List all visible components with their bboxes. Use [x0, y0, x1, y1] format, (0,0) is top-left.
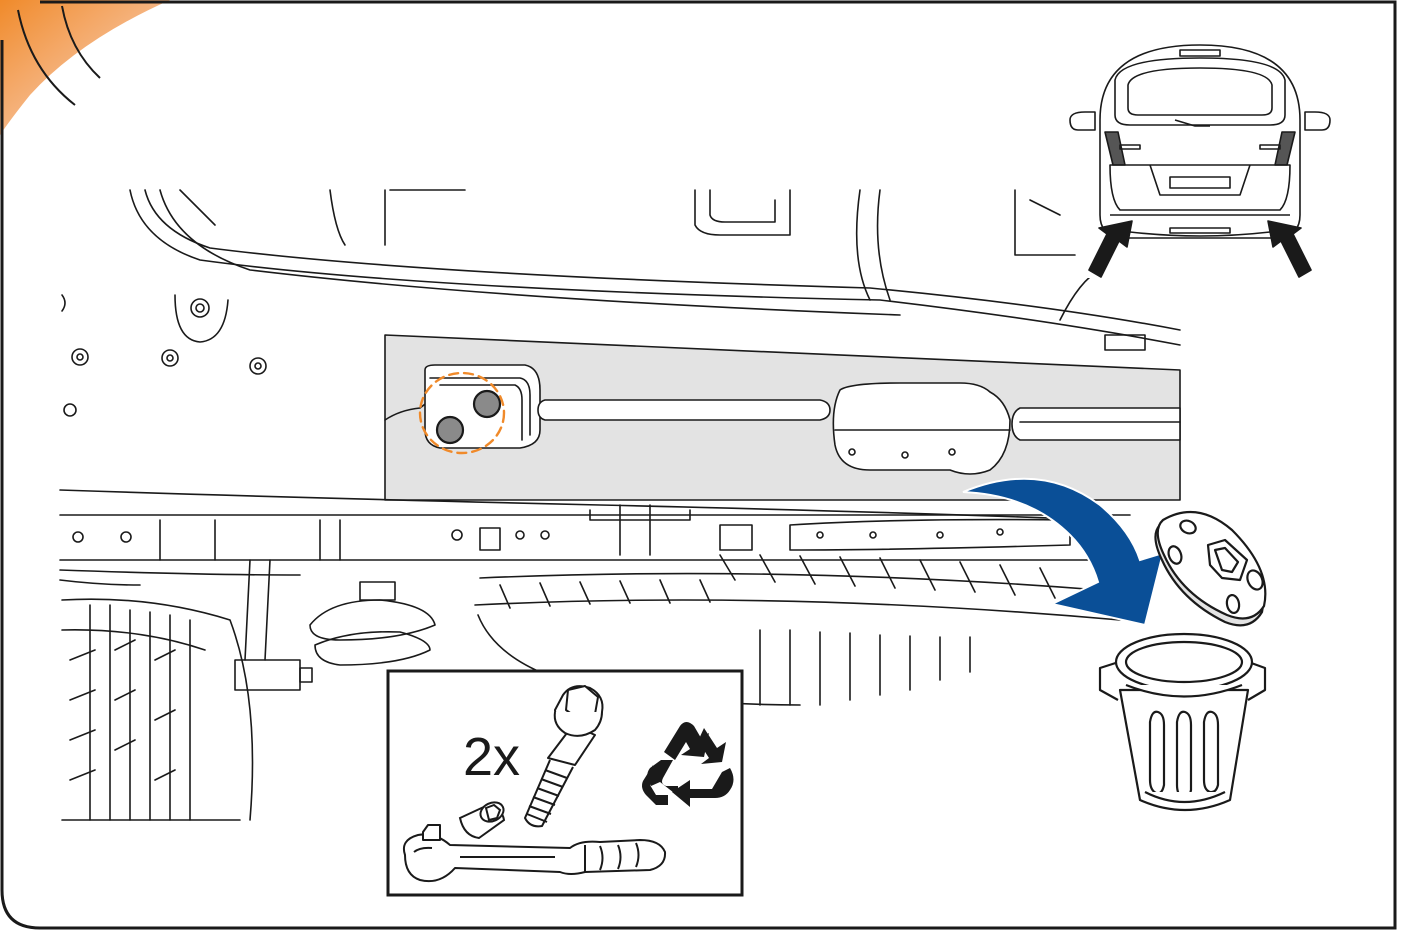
vehicle-body-lines: [61, 189, 1181, 417]
tow-hook-cover-cap-icon: [1154, 510, 1267, 627]
trash-bin-icon: [1098, 632, 1267, 812]
socket-icon: [458, 801, 506, 840]
recycle-icon: [642, 722, 734, 807]
page-corner-badge: [0, 0, 170, 135]
flange-bolt-icon: [524, 685, 604, 828]
bolt-highlight-circle: [418, 371, 506, 455]
removal-arrow-icon: [962, 477, 1165, 627]
bolt-head-lower: [435, 415, 465, 445]
rear-suspension: [234, 559, 436, 691]
rear-cross-member: [384, 334, 1181, 501]
rear-view-inset: [1069, 38, 1331, 278]
quantity-label: 2x: [463, 727, 520, 787]
tool-panel: 2x: [386, 669, 744, 897]
inset-arrow-right: [1267, 220, 1312, 278]
tow-eye-bolts: [418, 371, 506, 455]
chassis-rail: [59, 489, 1131, 586]
bolt-head-upper: [472, 389, 502, 419]
ratchet-wrench-icon: [402, 824, 667, 883]
rear-tire: [61, 598, 254, 821]
inset-arrow-left: [1088, 220, 1133, 278]
